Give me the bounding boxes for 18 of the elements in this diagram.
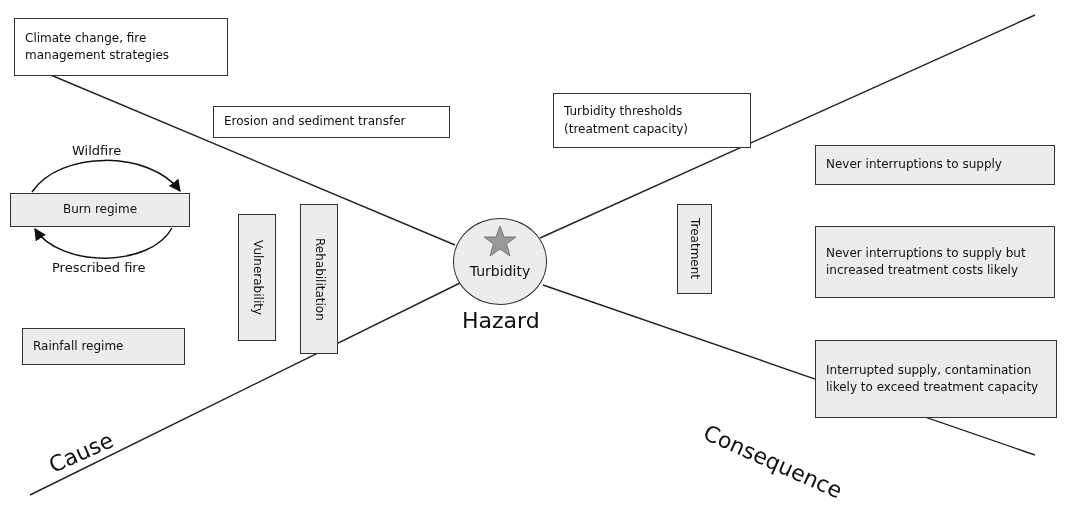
consequence-box: Never interruptions to supply [815, 145, 1055, 185]
consequence-box: Interrupted supply, contamination likely to exceed treatment capacity [815, 340, 1057, 418]
driver-box: Climate change, fire management strategies [14, 18, 228, 76]
edge-label: Prescribed fire [50, 260, 148, 275]
loop-arrow [34, 227, 173, 259]
threat-box: Erosion and sediment transfer [213, 106, 450, 138]
control-box: Rehabilitation [300, 204, 338, 354]
cause-box: Burn regime [10, 193, 190, 227]
loop-arrow [31, 159, 181, 193]
control-box: Vulnerability [238, 214, 276, 341]
cause-box: Rainfall regime [22, 328, 185, 365]
cause-label: Cause [45, 427, 118, 478]
hazard-label: Hazard [462, 308, 540, 333]
hazard-text: Turbidity [468, 263, 532, 279]
control-box: Treatment [677, 204, 712, 294]
threshold-box: Turbidity thresholds (treatment capacity) [553, 93, 751, 148]
consequence-box: Never interruptions to supply but increased treatment costs likely [815, 226, 1055, 298]
edge-label: Wildfire [70, 143, 124, 158]
